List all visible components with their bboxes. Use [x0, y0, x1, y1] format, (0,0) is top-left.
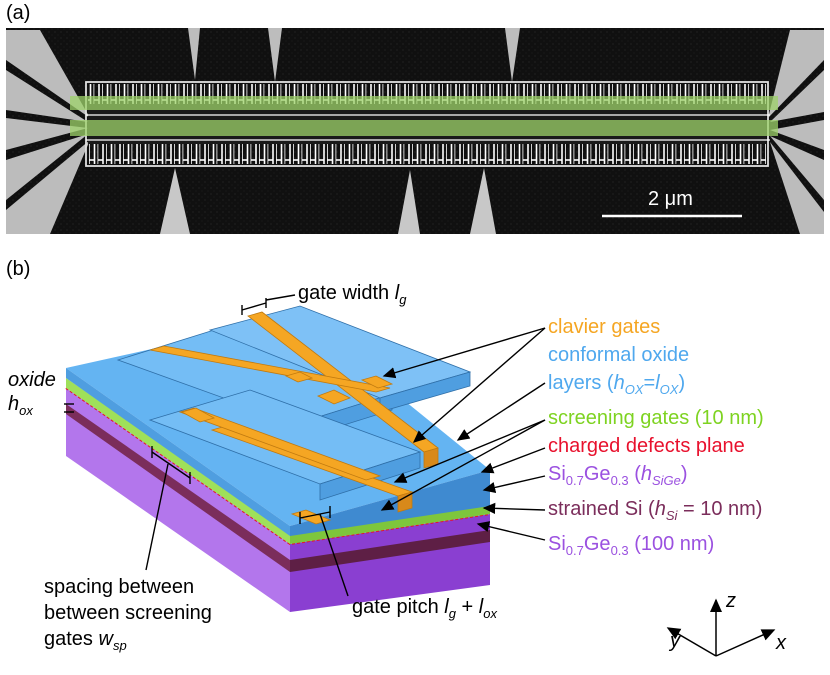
gate-width-marker [241, 294, 296, 315]
screening-layer-front [66, 378, 290, 544]
legend-clavier: clavier gates [548, 316, 661, 338]
legend: clavier gates conformal oxide layers (hO… [548, 313, 764, 565]
pitch-marker [299, 506, 349, 597]
legend-defects: charged defects plane [548, 435, 745, 457]
panel-b-label: (b) [6, 258, 31, 280]
bottom-leads [160, 168, 496, 234]
axis-x-label: x [776, 632, 786, 654]
sige-upper-front [66, 388, 290, 560]
legend-sige-substrate: Si0.7Ge0.3 (100 nm) [548, 533, 715, 558]
strained-si-side [290, 528, 490, 572]
gate-width-label: gate width lg [298, 282, 407, 307]
screening-gate-strip-1 [70, 96, 778, 110]
spacing-label: spacing between between screening gates … [44, 576, 212, 653]
scalebar-label: 2 μm [648, 188, 693, 210]
sige-substrate-side [290, 540, 490, 612]
axes-triad [666, 598, 776, 657]
strained-si-front [66, 402, 290, 572]
oxide-front [66, 368, 290, 536]
screening-gate-strip-2 [70, 120, 778, 136]
legend-layers: layers (hOX=lOX) [548, 372, 686, 397]
clavier-gates [149, 311, 439, 525]
spacing-marker [145, 446, 191, 571]
axis-y-label: y [670, 630, 680, 652]
right-leads [768, 30, 824, 234]
leader-lines [380, 327, 546, 541]
comb-bottom [88, 144, 766, 164]
oxide-label: oxide hox [8, 369, 56, 418]
legend-screening: screening gates (10 nm) [548, 407, 764, 429]
legend-strained: strained Si (hSi = 10 nm) [548, 498, 763, 523]
screening-layer-side [290, 504, 490, 544]
left-leads [6, 30, 90, 234]
pitch-label: gate pitch lg + lox [352, 596, 497, 621]
top-leads [188, 28, 520, 82]
sige-substrate-front [66, 412, 290, 612]
panel-a-label: (a) [6, 2, 31, 24]
legend-conformal: conformal oxide [548, 344, 690, 366]
legend-sige-upper: Si0.7Ge0.3 (hSiGe) [548, 463, 688, 488]
oxide-marker [64, 403, 74, 413]
sige-upper-side [290, 514, 490, 560]
axis-z-label: z [726, 590, 736, 612]
